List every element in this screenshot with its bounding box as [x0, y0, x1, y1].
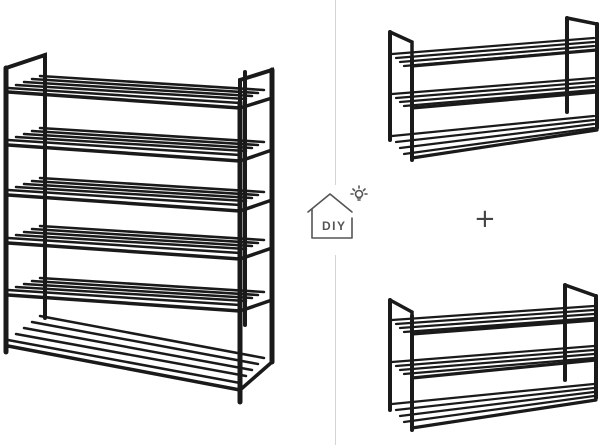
divider-bottom: [335, 255, 336, 445]
house-lightbulb-icon: [307, 185, 368, 239]
diy-label: DIY: [322, 219, 347, 233]
plus-sign: +: [474, 204, 496, 234]
divider-top: [335, 0, 336, 185]
